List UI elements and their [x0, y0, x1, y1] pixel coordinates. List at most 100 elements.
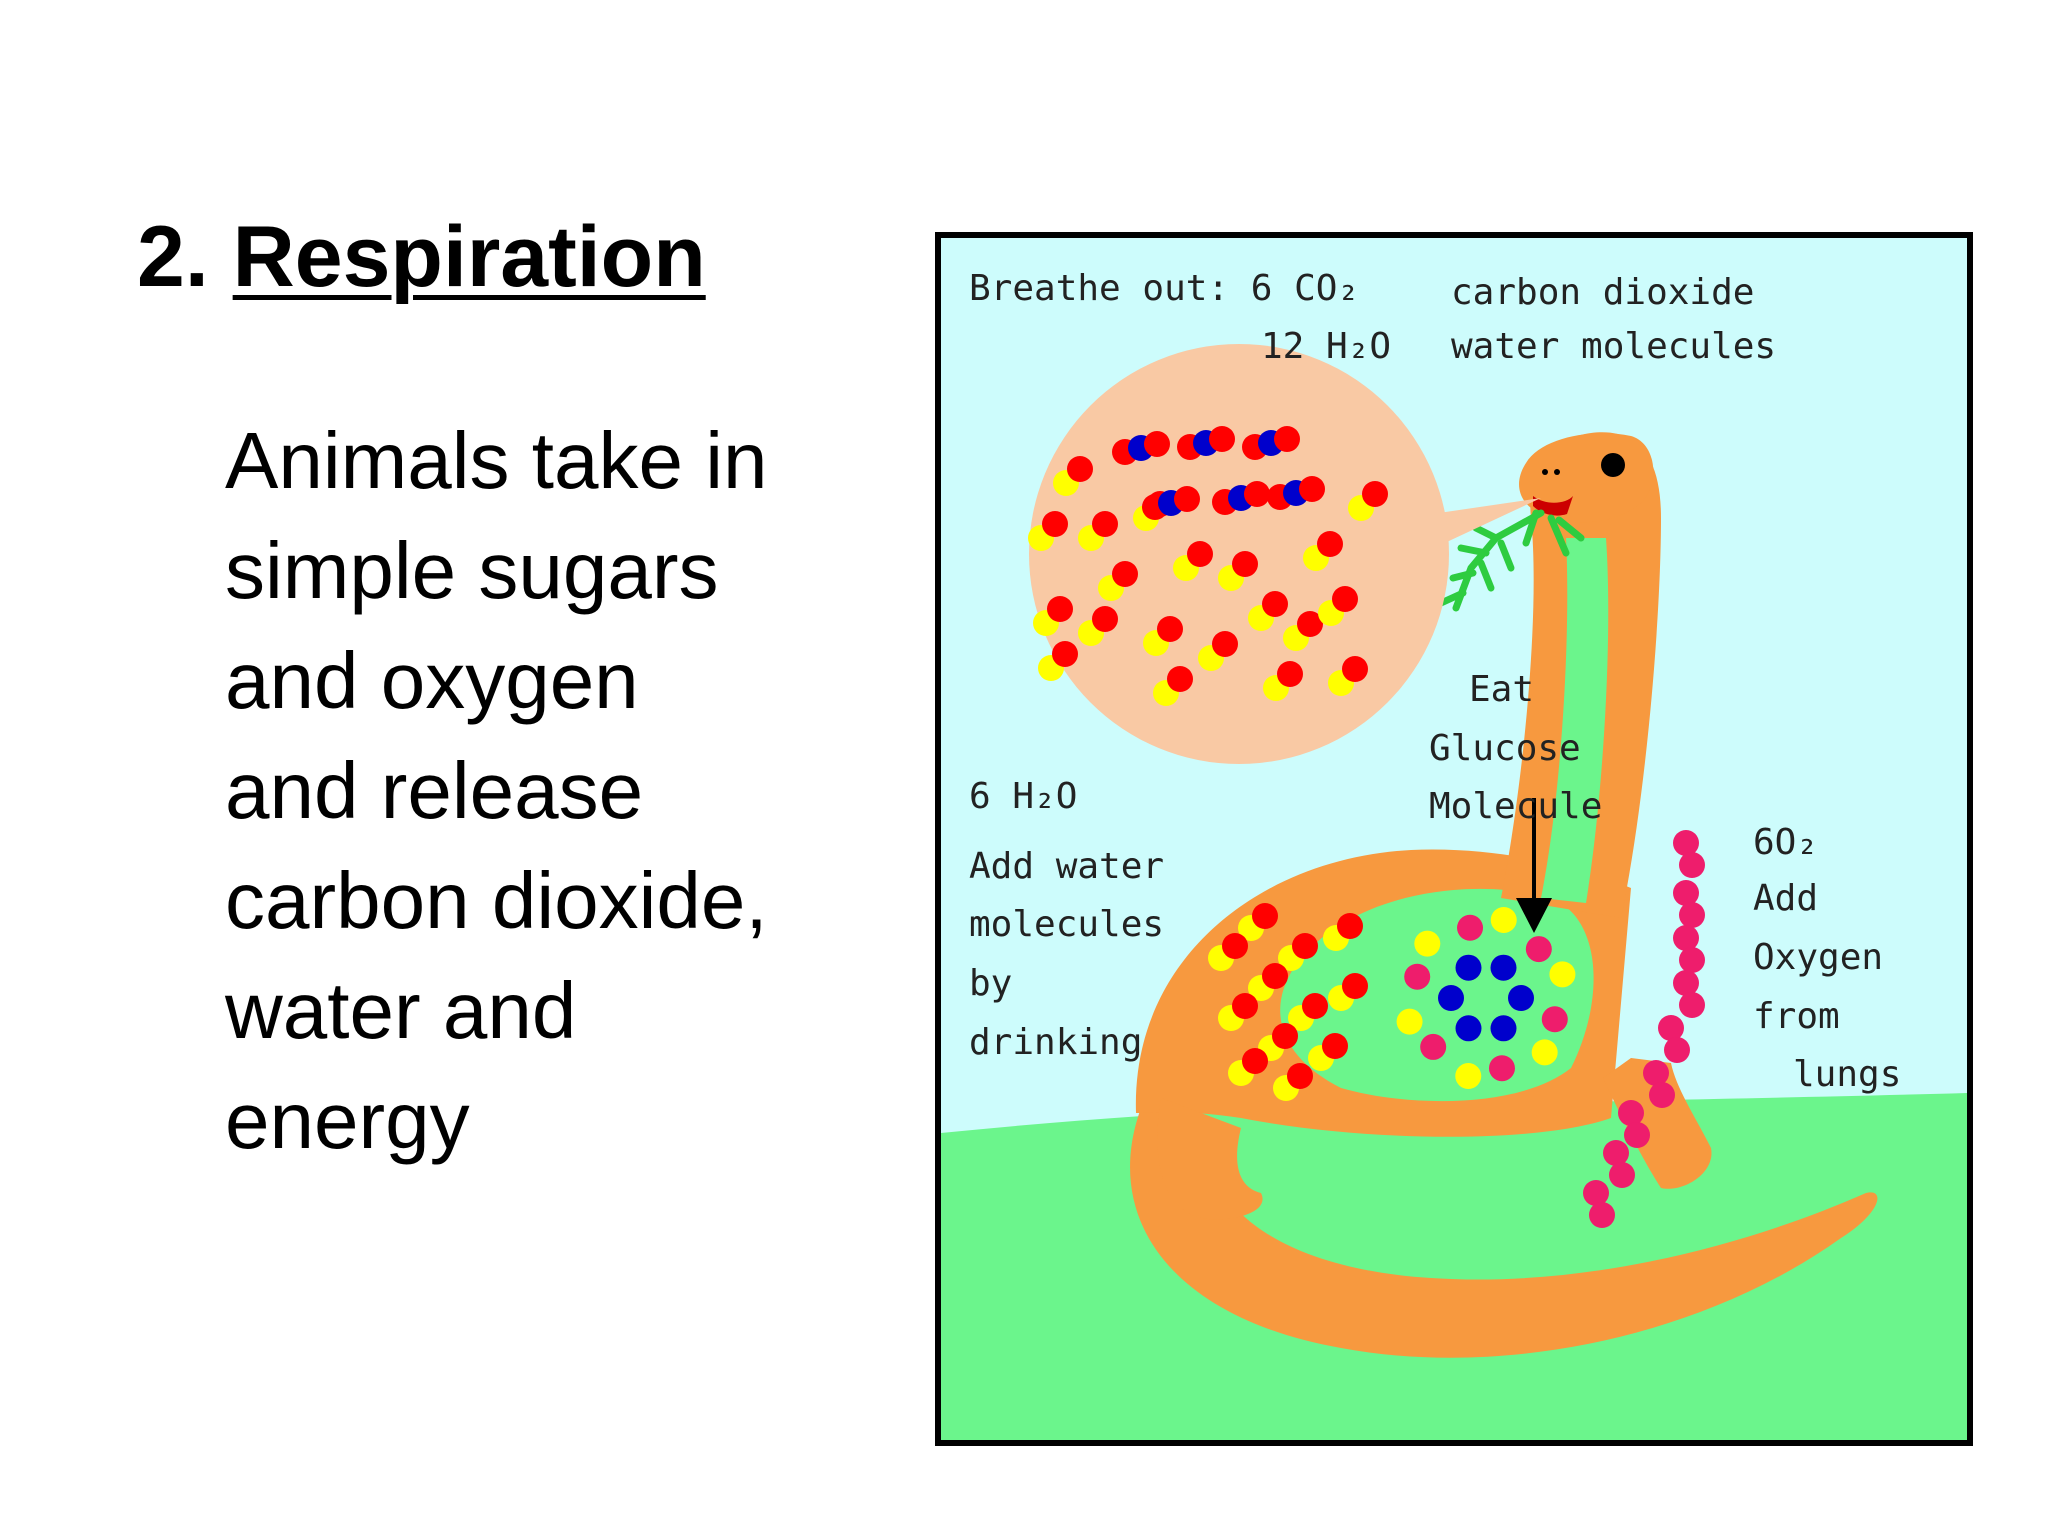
body-text: Animals take in simple sugars and oxygen… — [225, 406, 925, 1176]
water-molecule-atom — [1317, 531, 1343, 557]
water-molecule-atom — [1272, 1023, 1298, 1049]
arrow-head-icon — [1516, 898, 1552, 933]
water-molecule-atom — [1212, 631, 1238, 657]
oxygen-molecule-atom — [1673, 970, 1699, 996]
co2-molecule-atom — [1274, 426, 1300, 452]
water-label-line: molecules — [969, 904, 1164, 945]
co2-molecule-atom — [1244, 481, 1270, 507]
glucose-hydrogen-atom — [1549, 961, 1576, 988]
glucose-hydrogen-atom — [1414, 930, 1441, 957]
dino-nostril — [1554, 469, 1560, 475]
water-label-line: Add water — [969, 846, 1164, 887]
water-molecule-atom — [1112, 561, 1138, 587]
water-molecule-atom — [1302, 993, 1328, 1019]
oxygen-molecule-atom — [1649, 1082, 1675, 1108]
body-line: simple sugars — [225, 526, 719, 615]
glucose-carbon-atom — [1490, 1015, 1517, 1042]
water-molecule-atom — [1252, 903, 1278, 929]
exhaled-molecules — [1028, 426, 1388, 706]
oxygen-molecule-atom — [1673, 925, 1699, 951]
co2-molecule-atom — [1299, 476, 1325, 502]
oxygen-molecule-atom — [1679, 902, 1705, 928]
glucose-oxygen-atom — [1404, 963, 1431, 990]
respiration-figure: Breathe out: 6 CO₂ carbon dioxide 12 H₂O… — [935, 232, 1973, 1446]
title-number: 2. — [137, 209, 209, 305]
respiration-illustration: Breathe out: 6 CO₂ carbon dioxide 12 H₂O… — [941, 238, 1967, 1440]
water-label-line: by — [969, 963, 1012, 1004]
water-molecule-atom — [1277, 661, 1303, 687]
glucose-oxygen-atom — [1488, 1055, 1515, 1082]
co2-molecule-atom — [1144, 431, 1170, 457]
grass-ground — [941, 1093, 1967, 1440]
oxygen-molecule-atom — [1658, 1015, 1684, 1041]
water-molecule-atom — [1052, 641, 1078, 667]
water-formula: 6 H₂O — [969, 776, 1077, 817]
glucose-carbon-atom — [1490, 954, 1517, 981]
dino-tail — [1130, 1108, 1878, 1358]
body-line: and oxygen — [225, 636, 639, 725]
water-molecule-atom — [1167, 666, 1193, 692]
co2-molecule-atom — [1174, 486, 1200, 512]
water-molecule-atom — [1262, 963, 1288, 989]
oxygen-molecule-atom — [1673, 880, 1699, 906]
water-molecule-atom — [1092, 511, 1118, 537]
dino-front-leg — [1603, 1058, 1712, 1189]
dino-belly — [1280, 888, 1594, 1102]
oxygen-label-line: Oxygen — [1753, 937, 1883, 978]
oxygen-molecule-atom — [1679, 852, 1705, 878]
oxygen-molecule-atom — [1583, 1180, 1609, 1206]
oxygen-molecule-atom — [1609, 1162, 1635, 1188]
water-molecule-atom — [1222, 933, 1248, 959]
co2-description: carbon dioxide — [1451, 272, 1754, 313]
water-molecule-atom — [1342, 973, 1368, 999]
oxygen-molecule-atom — [1643, 1060, 1669, 1086]
water-molecules-body — [1208, 903, 1368, 1101]
body-line: Animals take in — [225, 416, 768, 505]
glucose-carbon-atom — [1455, 954, 1482, 981]
breathe-out-label: Breathe out: 6 CO₂ — [969, 268, 1359, 309]
dino-eye — [1601, 453, 1625, 477]
h2o-description: water molecules — [1451, 326, 1776, 367]
oxygen-molecule-atom — [1664, 1037, 1690, 1063]
water-molecule-atom — [1042, 511, 1068, 537]
water-molecule-atom — [1047, 596, 1073, 622]
body-line: and release — [225, 746, 644, 835]
water-molecule-atom — [1332, 586, 1358, 612]
co2-molecule-atom — [1209, 426, 1235, 452]
glucose-carbon-atom — [1455, 1015, 1482, 1042]
water-molecule-atom — [1342, 656, 1368, 682]
oxygen-label-line: lungs — [1793, 1054, 1901, 1095]
glucose-oxygen-atom — [1525, 936, 1552, 963]
water-molecule-atom — [1292, 933, 1318, 959]
water-molecule-atom — [1232, 551, 1258, 577]
glucose-carbon-atom — [1438, 985, 1464, 1011]
oxygen-molecule-atom — [1618, 1100, 1644, 1126]
glucose-hydrogen-atom — [1455, 1063, 1482, 1090]
water-molecule-atom — [1262, 591, 1288, 617]
body-line: carbon dioxide, — [225, 856, 768, 945]
glucose-hydrogen-atom — [1396, 1008, 1423, 1035]
water-label-line: drinking — [969, 1022, 1142, 1063]
eat-label-line: Molecule — [1429, 786, 1602, 827]
dino-neck-stripe — [1541, 538, 1609, 903]
dino-back-leg — [1157, 1098, 1263, 1220]
water-molecule-atom — [1187, 541, 1213, 567]
glucose-hydrogen-atom — [1490, 906, 1517, 933]
title-text: Respiration — [232, 209, 706, 305]
leaf-sprig-icon — [1437, 509, 1585, 612]
water-molecule-atom — [1362, 481, 1388, 507]
oxygen-molecule-atom — [1589, 1202, 1615, 1228]
oxygen-label-line: Add — [1753, 878, 1818, 919]
glucose-oxygen-atom — [1457, 914, 1484, 941]
h2o-12-label: 12 H₂O — [1261, 326, 1391, 367]
dino-nostril — [1542, 469, 1548, 475]
glucose-carbon-atom — [1508, 985, 1534, 1011]
oxygen-molecule-atom — [1624, 1122, 1650, 1148]
body-line: energy — [225, 1076, 470, 1165]
eat-label-line: Glucose — [1429, 728, 1581, 769]
glucose-hydrogen-atom — [1531, 1039, 1558, 1066]
oxygen-molecule-atom — [1679, 992, 1705, 1018]
water-molecule-atom — [1232, 993, 1258, 1019]
water-molecule-atom — [1337, 913, 1363, 939]
water-molecule-atom — [1242, 1048, 1268, 1074]
